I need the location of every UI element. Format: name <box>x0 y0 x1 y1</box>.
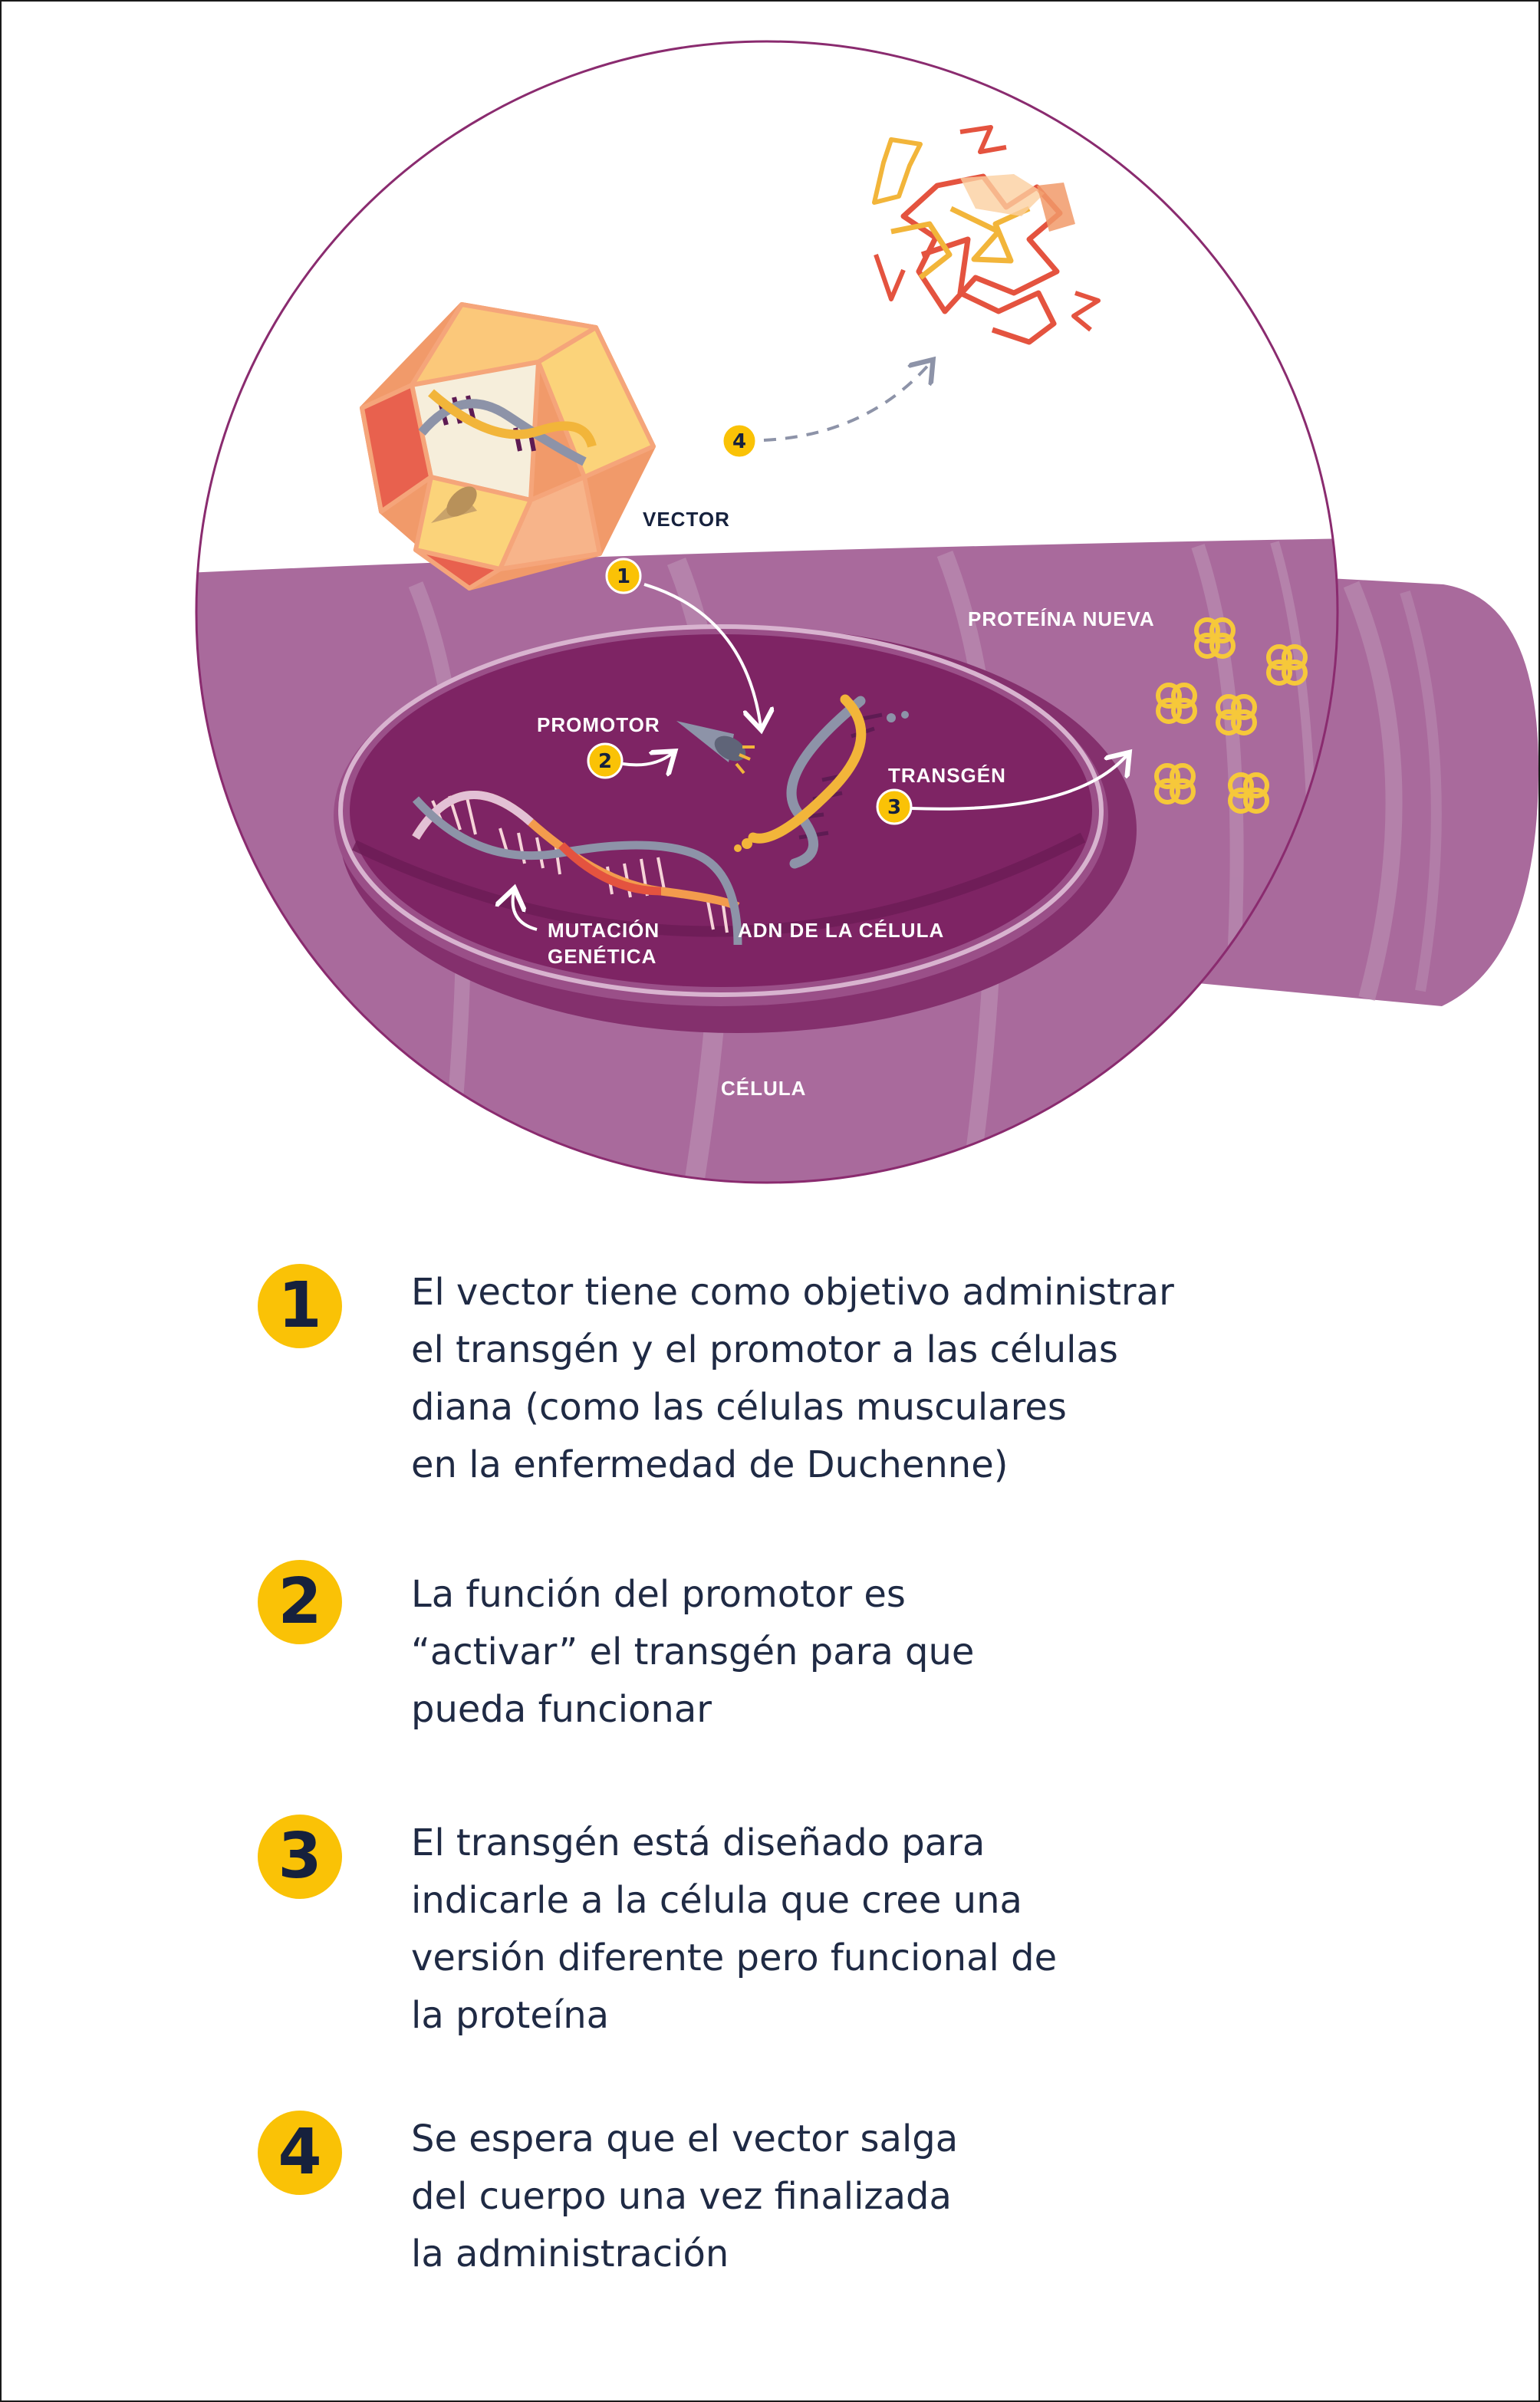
number-badge-1: 1 <box>258 1264 342 1348</box>
misfolded-protein-icon <box>872 125 1101 345</box>
legend-text-1: El vector tiene como objetivo administra… <box>411 1271 1174 1486</box>
label-vector: VECTOR <box>643 508 730 531</box>
legend-text-3: El transgén está diseñado para indicarle… <box>411 1821 1058 2037</box>
promoter-megaphone-icon <box>676 721 755 775</box>
zoom-circle <box>196 41 1338 1183</box>
label-transgen: TRANSGÉN <box>888 764 1006 787</box>
vector-capsid-icon <box>360 302 656 591</box>
number-badge-4: 4 <box>258 2111 342 2195</box>
transgene-dna <box>734 694 909 869</box>
label-promotor: PROMOTOR <box>537 713 660 736</box>
arrow-step-3 <box>910 755 1127 811</box>
step-badge-2: 2 <box>587 742 624 779</box>
label-proteina-nueva: PROTEÍNA NUEVA <box>968 607 1155 630</box>
arrow-step-1 <box>643 583 761 727</box>
step-badge-4: 4 <box>721 423 758 459</box>
legend-text-4: Se espera que el vector salga del cuerpo… <box>411 2117 959 2275</box>
zoom-circle-outline <box>195 40 1339 1184</box>
new-protein-icons <box>1154 617 1308 814</box>
arrow-step-4 <box>763 362 931 442</box>
legend-text-2: La función del promotor es “activar” el … <box>411 1573 975 1731</box>
svg-text:1: 1 <box>617 565 630 588</box>
label-mutacion-line2: GENÉTICA <box>548 945 656 968</box>
step-badge-3: 3 <box>876 788 913 825</box>
gene-therapy-diagram: 1 2 3 4 VECTOR PROTEÍNA NUEVA PROMOTOR T… <box>195 40 1538 1184</box>
arrow-mutation <box>513 891 538 931</box>
step-badge-1: 1 <box>605 558 642 594</box>
svg-text:2: 2 <box>598 750 612 773</box>
label-celula: CÉLULA <box>721 1077 806 1100</box>
cell-dna-helix <box>412 791 742 946</box>
arrow-step-2 <box>622 753 673 765</box>
svg-text:3: 3 <box>887 796 901 819</box>
number-badge-3: 3 <box>258 1815 342 1899</box>
label-adn: ADN DE LA CÉLULA <box>738 919 944 942</box>
svg-text:4: 4 <box>732 430 746 453</box>
label-mutacion-line1: MUTACIÓN <box>548 919 660 942</box>
number-badge-2: 2 <box>258 1560 342 1644</box>
